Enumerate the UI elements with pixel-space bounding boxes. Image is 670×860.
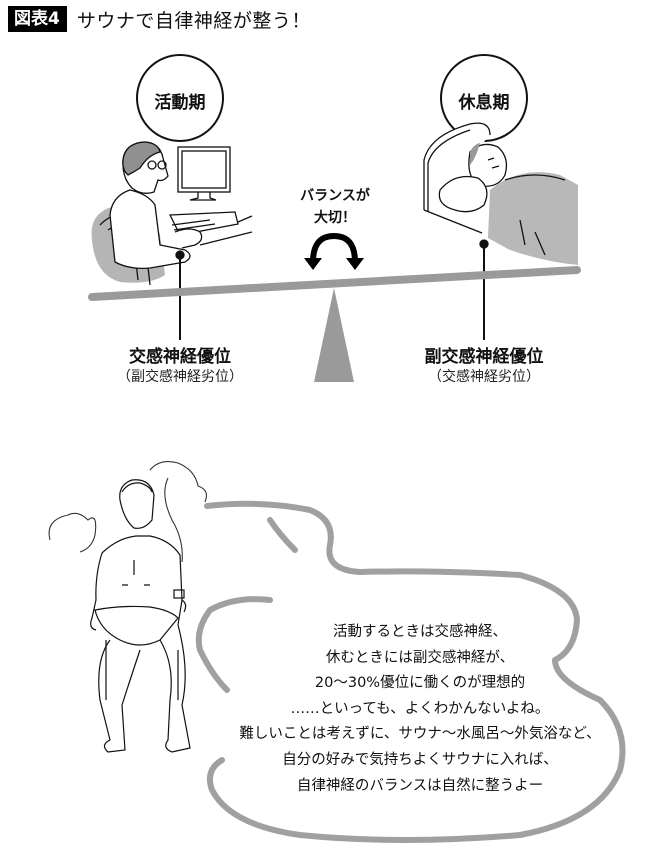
bubble-line: ……といっても、よくわかんないよね。 bbox=[290, 700, 550, 717]
seesaw-fulcrum bbox=[314, 288, 354, 382]
figure-number-badge: 図表4 bbox=[8, 6, 67, 32]
bubble-line: 自分の好みで気持ちよくサウナに入れば、 bbox=[282, 751, 558, 768]
parasympathetic-dominant-label: 副交感神経優位 bbox=[424, 347, 544, 367]
figure-title: 図表4 サウナで自律神経が整う！ bbox=[8, 6, 311, 32]
rest-period-label: 休息期 bbox=[458, 93, 510, 113]
balance-label-line1: バランスが bbox=[300, 188, 370, 204]
bubble-line: 20〜30%優位に働くのが理想的 bbox=[314, 675, 526, 692]
man-sleeping-in-bed-icon bbox=[423, 122, 578, 340]
sympathetic-dominant-label: 交感神経優位 bbox=[129, 347, 231, 367]
speech-bubble-outline bbox=[195, 500, 626, 843]
man-sitting-in-chair-icon bbox=[90, 479, 191, 753]
bubble-line: 難しいことは考えずに、サウナ〜水風呂〜外気浴など、 bbox=[239, 726, 601, 743]
active-period-label: 活動期 bbox=[154, 93, 206, 113]
balance-important-label: バランスが 大切！ bbox=[280, 185, 390, 229]
steam-icon bbox=[48, 461, 207, 563]
seesaw-beam bbox=[88, 266, 581, 301]
active-period-circle bbox=[136, 54, 224, 142]
bubble-line: 休むときには副交感神経が、 bbox=[325, 649, 515, 666]
parasympathetic-dominant-sublabel: （交感神経劣位） bbox=[428, 369, 540, 385]
bubble-line: 自律神経のバランスは自然に整うよー bbox=[296, 777, 544, 794]
speech-bubble-text: 活動するときは交感神経、 休むときには副交感神経が、 20〜30%優位に働くのが… bbox=[205, 620, 635, 799]
sympathetic-dominant-sublabel: （副交感神経劣位） bbox=[117, 369, 243, 385]
balance-arrows-icon bbox=[304, 232, 364, 270]
balance-label-line2: 大切！ bbox=[314, 210, 356, 226]
man-at-computer-icon bbox=[91, 141, 253, 340]
figure-title-text: サウナで自律神経が整う！ bbox=[76, 9, 311, 32]
bubble-line: 活動するときは交感神経、 bbox=[333, 624, 507, 640]
